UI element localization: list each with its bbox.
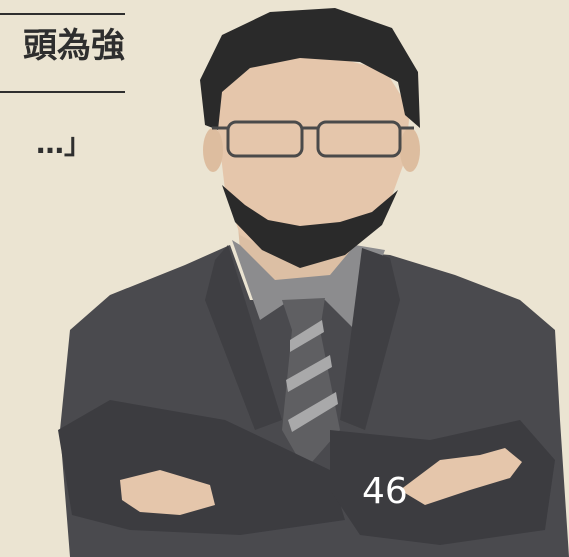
face [215, 55, 410, 262]
hand-right [400, 448, 522, 505]
tie-stripe [286, 355, 332, 392]
title-rule-bottom [0, 91, 125, 93]
glasses-lens-right [316, 120, 402, 158]
ear-right [400, 128, 420, 172]
title-rule-top [0, 13, 125, 15]
ear-left [203, 128, 223, 172]
glasses-lens-left [226, 120, 304, 158]
tie-stripe [288, 392, 338, 432]
page-number: 46 [362, 471, 408, 512]
lapel-left [205, 245, 282, 430]
hair [200, 8, 420, 130]
lapel-right [340, 248, 400, 430]
hand-left [120, 470, 215, 515]
heading-text: 頭為強 [23, 26, 125, 66]
beard [222, 185, 398, 268]
shirt [232, 240, 385, 330]
tie-stripe [290, 320, 324, 352]
quote-text: …」 [35, 127, 92, 160]
